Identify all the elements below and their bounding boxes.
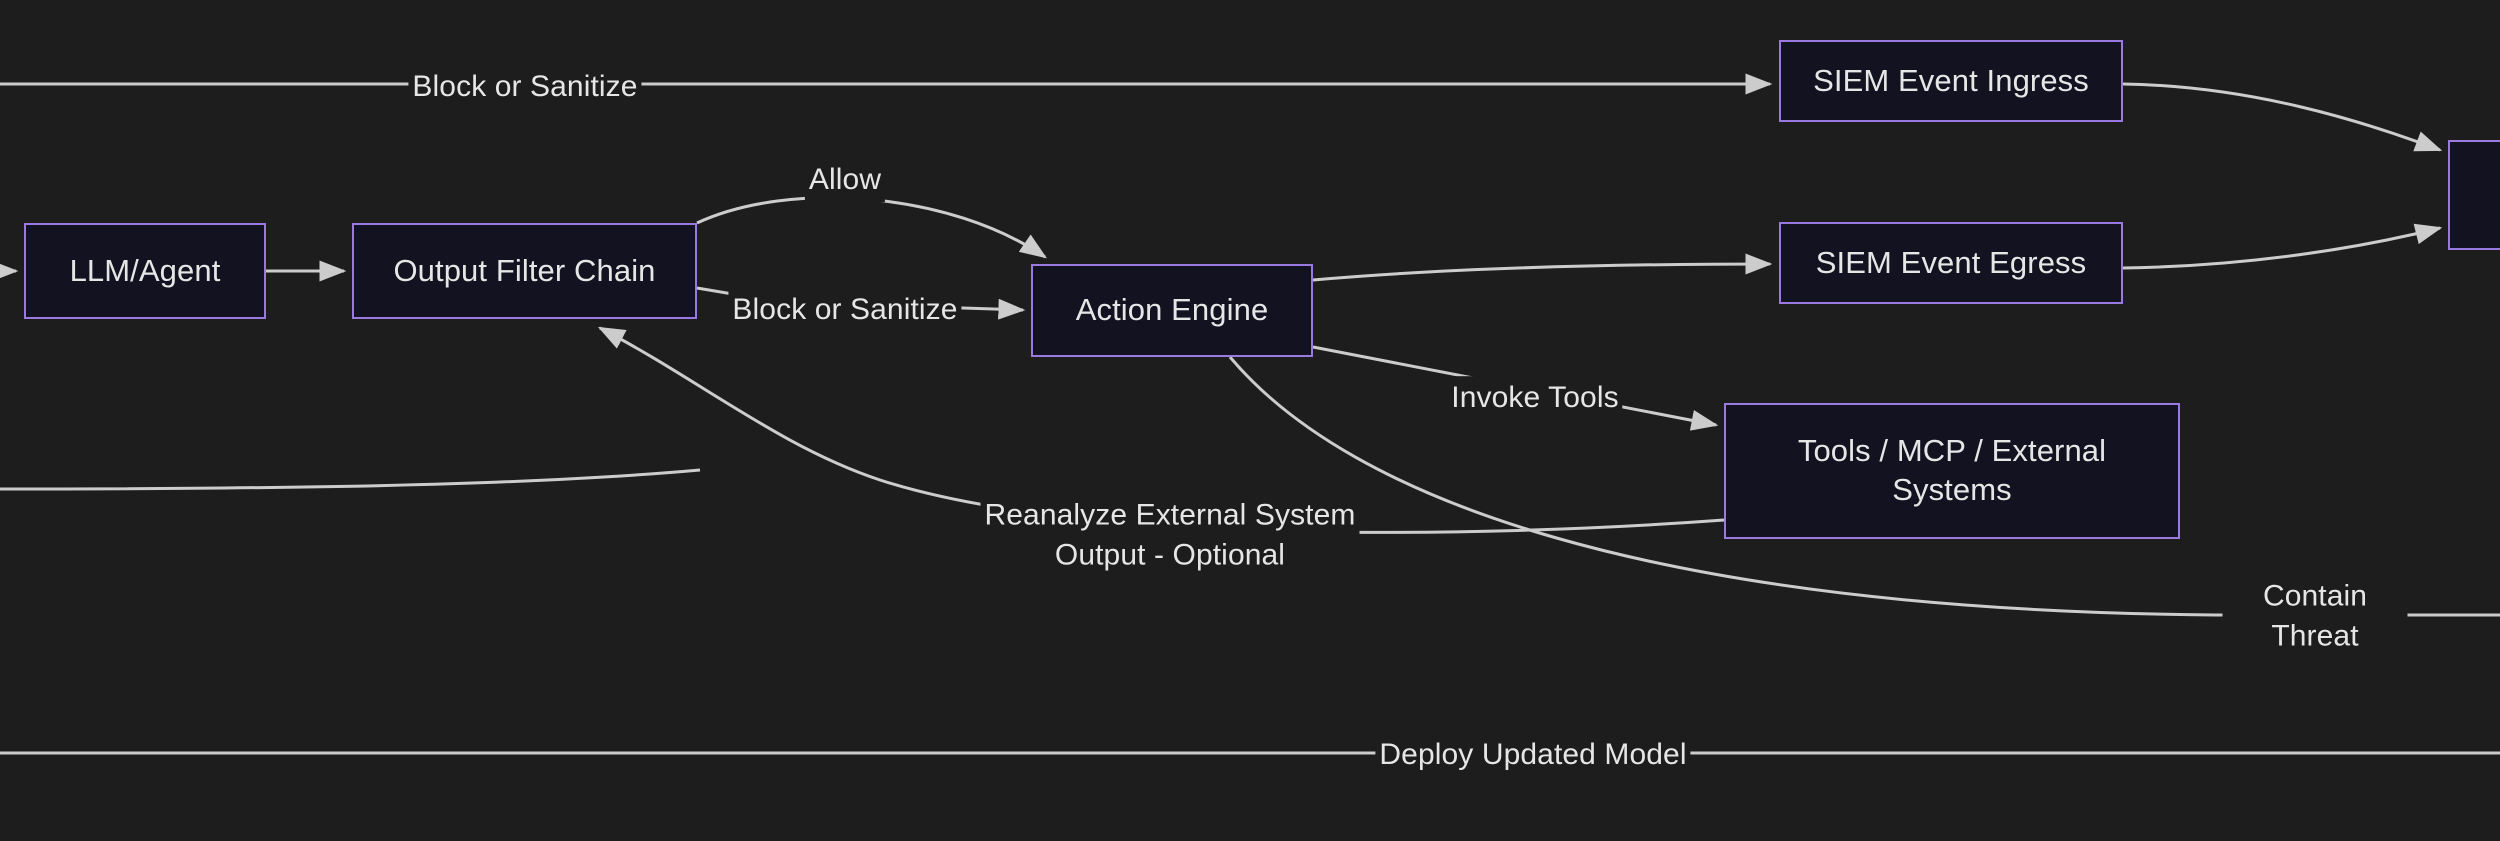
edge-label-contain-threat: Contain Threat [2222,574,2408,658]
node-tools-mcp-external-systems[interactable]: Tools / MCP / External Systems [1724,403,2180,539]
edge-action-to-egress [1312,253,1773,282]
edge-reanalyze-left-tail [0,468,701,491]
edge-label-reanalyze-external-system-output: Reanalyze External System Output - Optio… [980,493,1360,577]
node-siem-event-ingress[interactable]: SIEM Event Ingress [1779,40,2123,122]
node-label-siem-event-egress: SIEM Event Egress [1815,244,2087,280]
node-label-llm-agent: LLM/Agent [69,252,221,288]
node-label-action-engine: Action Engine [1075,292,1269,328]
node-clipped-right-edge[interactable] [2448,140,2500,250]
edge-ingress-to-right [2122,82,2443,152]
node-action-engine[interactable]: Action Engine [1031,264,1313,357]
edge-label-block-or-sanitize-mid: Block or Sanitize [728,288,962,332]
node-llm-agent[interactable]: LLM/Agent [24,223,266,319]
edge-label-invoke-tools: Invoke Tools [1447,376,1623,420]
node-label-tools-mcp-external-systems: Tools / MCP / External Systems [1797,433,2107,507]
node-output-filter-chain[interactable]: Output Filter Chain [352,223,697,319]
edge-label-deploy-updated-model: Deploy Updated Model [1375,733,1691,777]
edge-label-block-or-sanitize-top: Block or Sanitize [408,65,642,109]
edge-filter-allow-action [696,196,1047,259]
edge-label-allow: Allow [804,158,886,202]
node-label-output-filter-chain: Output Filter Chain [393,252,656,288]
node-label-siem-event-ingress: SIEM Event Ingress [1813,62,2089,98]
edge-egress-to-right [2122,223,2443,270]
node-siem-event-egress[interactable]: SIEM Event Egress [1779,222,2123,304]
edge-contain-threat [1228,356,2500,617]
